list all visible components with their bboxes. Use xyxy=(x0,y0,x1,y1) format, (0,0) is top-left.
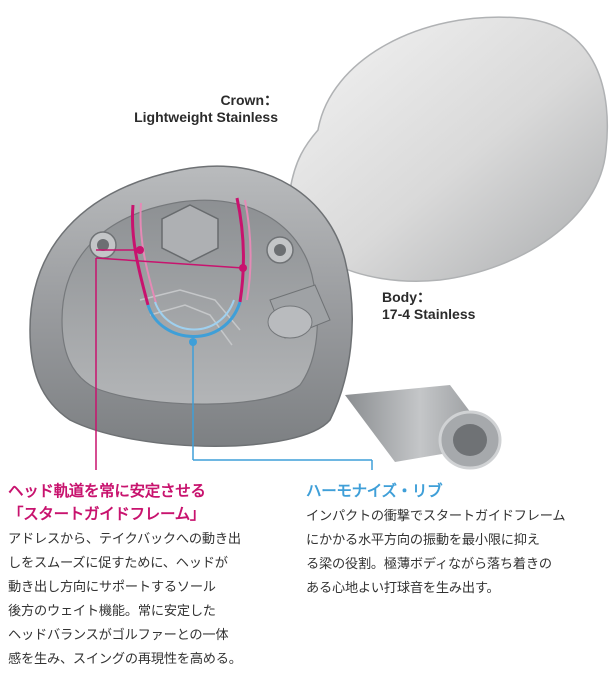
description-line: 動き出し方向にサポートするソール xyxy=(8,580,216,595)
harmonize-rib-section: ハーモナイズ・リブ インパクトの衝撃でスタートガイドフレーム にかかる水平方向の… xyxy=(306,480,606,601)
start-guide-frame-section: ヘッド軌道を常に安定させる 「スタートガイドフレーム」 アドレスから、テイクバッ… xyxy=(8,480,298,672)
blue-callout-dot xyxy=(189,338,197,346)
body-label: Body： 17-4 Stainless xyxy=(382,289,475,323)
harmonize-rib xyxy=(146,301,242,338)
start-guide-frame-left xyxy=(130,204,150,306)
hexagon-emblem xyxy=(161,204,219,263)
start-guide-frame-title-line-1: ヘッド軌道を常に安定させる xyxy=(8,482,206,500)
pink-callout-dot-2 xyxy=(239,264,247,272)
crown-label-line-1: Crown： xyxy=(220,92,278,108)
start-guide-frame-title: ヘッド軌道を常に安定させる 「スタートガイドフレーム」 xyxy=(8,480,298,526)
description-line: る梁の役割。極薄ボディながら落ち着きの xyxy=(306,557,552,572)
pink-callout-line-h xyxy=(95,257,244,269)
description-line: インパクトの衝撃でスタートガイドフレーム xyxy=(306,509,566,524)
harmonize-rib-title: ハーモナイズ・リブ xyxy=(306,482,443,500)
start-guide-frame-right xyxy=(235,197,245,303)
golf-head-diagram xyxy=(29,16,609,470)
body-label-line-2: 17-4 Stainless xyxy=(382,306,476,322)
description-line: ある心地よい打球音を生み出す。 xyxy=(306,581,500,596)
description-line: 後方のウェイト機能。常に安定した xyxy=(8,604,216,619)
start-guide-frame-description: アドレスから、テイクバックへの動き出 しをスムーズに促すために、ヘッドが 動き出… xyxy=(8,528,298,672)
start-guide-frame-title-line-2: 「スタートガイドフレーム」 xyxy=(8,505,206,523)
crown-label-line-2: Lightweight Stainless xyxy=(134,109,278,125)
crown-label: Crown： Lightweight Stainless xyxy=(134,92,278,126)
description-line: 感を生み、スイングの再現性を高める。 xyxy=(8,652,242,667)
body-label-line-1: Body： xyxy=(382,289,431,305)
harmonize-rib-description: インパクトの衝撃でスタートガイドフレーム にかかる水平方向の振動を最小限に抑え … xyxy=(306,505,606,601)
description-line: にかかる水平方向の振動を最小限に抑え xyxy=(306,533,540,548)
description-line: アドレスから、テイクバックへの動き出 xyxy=(8,532,241,547)
description-line: ヘッドバランスがゴルファーとの一体 xyxy=(8,628,229,643)
description-line: しをスムーズに促すために、ヘッドが xyxy=(8,556,228,571)
